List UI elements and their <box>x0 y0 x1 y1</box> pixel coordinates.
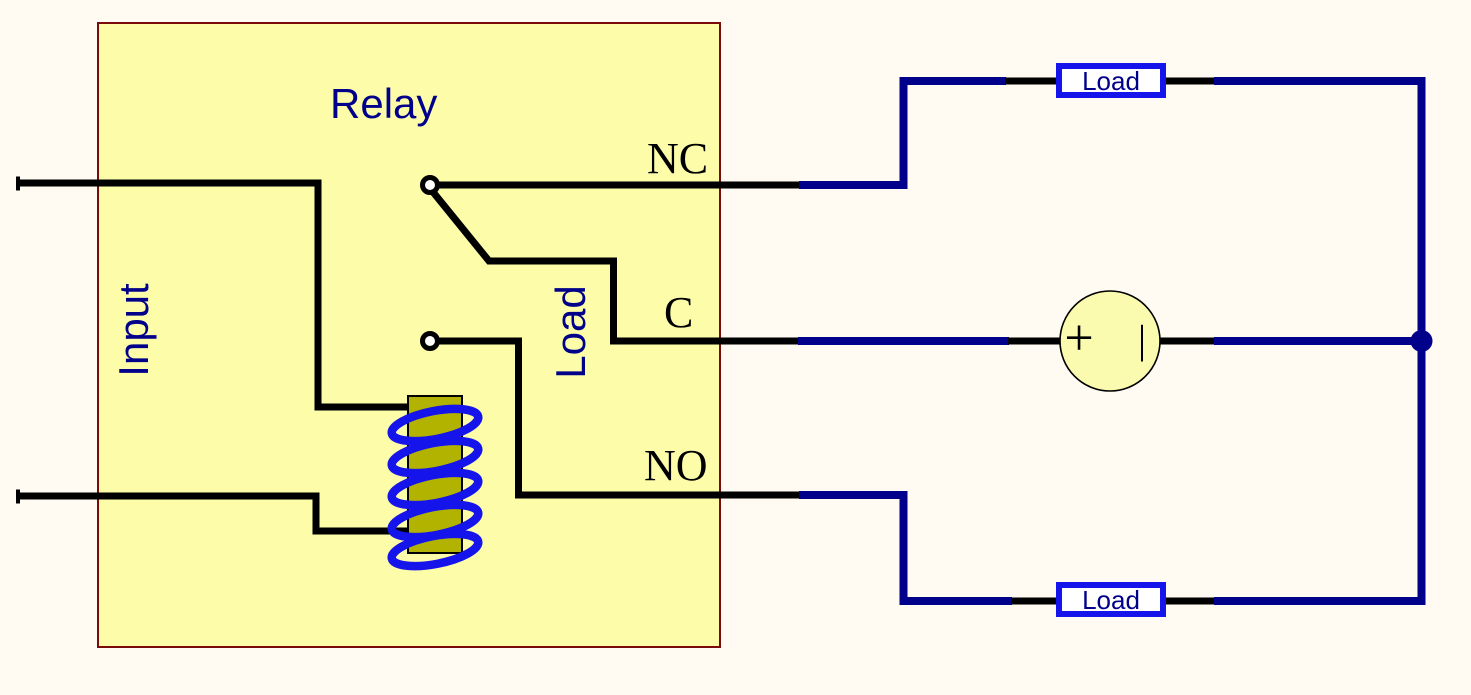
load-box-bottom: Load <box>1056 582 1166 617</box>
load-box-top-label: Load <box>1082 65 1140 96</box>
no-contact-circle-icon <box>420 331 440 351</box>
battery-negative-label: | <box>1138 317 1146 362</box>
battery-source-icon <box>1059 290 1161 392</box>
relay-input-label: Input <box>110 283 157 377</box>
nc-wire-blue <box>799 77 1006 189</box>
terminal-c-label: C <box>664 288 694 337</box>
battery-positive-label: + <box>1064 310 1093 367</box>
junction-dot-icon <box>1410 330 1433 352</box>
relay-load-label: Load <box>547 285 594 379</box>
input-wire-top <box>18 179 409 411</box>
input-wire-bottom <box>18 492 409 535</box>
no-wire-blue <box>799 491 1012 605</box>
no-wire-black <box>438 337 800 499</box>
terminal-nc-label: NC <box>647 134 709 183</box>
nc-contact-circle-icon <box>420 175 440 195</box>
load-box-bottom-label: Load <box>1082 584 1140 615</box>
coil-winding-icon <box>387 404 483 571</box>
load-box-top: Load <box>1056 63 1166 98</box>
relay-title: Relay <box>330 80 438 127</box>
terminal-no-label: NO <box>644 441 708 490</box>
switch-arm-and-c-wire <box>430 189 800 345</box>
